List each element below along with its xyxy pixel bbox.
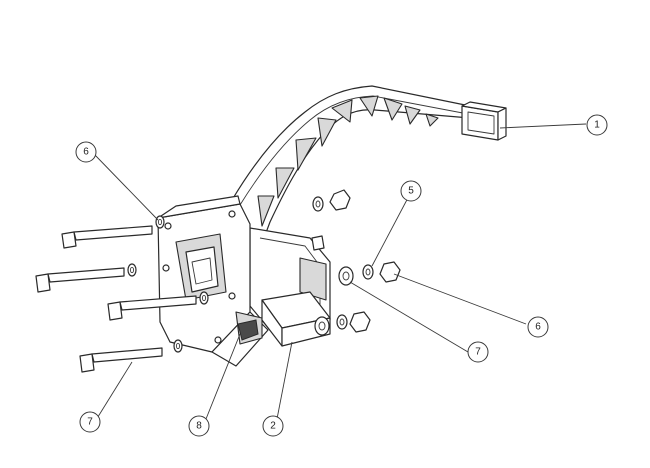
balloon-7-left: 7 xyxy=(79,411,101,433)
balloon-6-left: 6 xyxy=(75,141,97,163)
pedal-arm xyxy=(231,85,507,263)
bolt-2 xyxy=(35,267,125,293)
left-washers xyxy=(127,215,209,353)
balloon-6-right-label: 6 xyxy=(535,322,541,333)
bolt-1 xyxy=(61,225,153,249)
balloon-2-label: 2 xyxy=(270,421,276,432)
balloon-1: 1 xyxy=(586,114,608,136)
balloon-2: 2 xyxy=(262,415,284,437)
right-washers-nuts xyxy=(311,189,401,336)
balloon-7-left-label: 7 xyxy=(87,417,93,428)
leader-lines xyxy=(93,123,587,425)
balloon-1-label: 1 xyxy=(594,120,600,131)
bracket-housing xyxy=(157,195,331,367)
balloon-5-label: 5 xyxy=(408,186,414,197)
balloon-8-label: 8 xyxy=(196,421,202,432)
balloon-6-left-label: 6 xyxy=(83,147,89,158)
balloon-7-right: 7 xyxy=(467,341,489,363)
balloon-5: 5 xyxy=(400,180,422,202)
balloon-8: 8 xyxy=(188,415,210,437)
balloon-6-right: 6 xyxy=(527,316,549,338)
bolt-3 xyxy=(107,295,197,321)
balloon-7-right-label: 7 xyxy=(475,347,481,358)
bolt-4 xyxy=(79,347,163,373)
